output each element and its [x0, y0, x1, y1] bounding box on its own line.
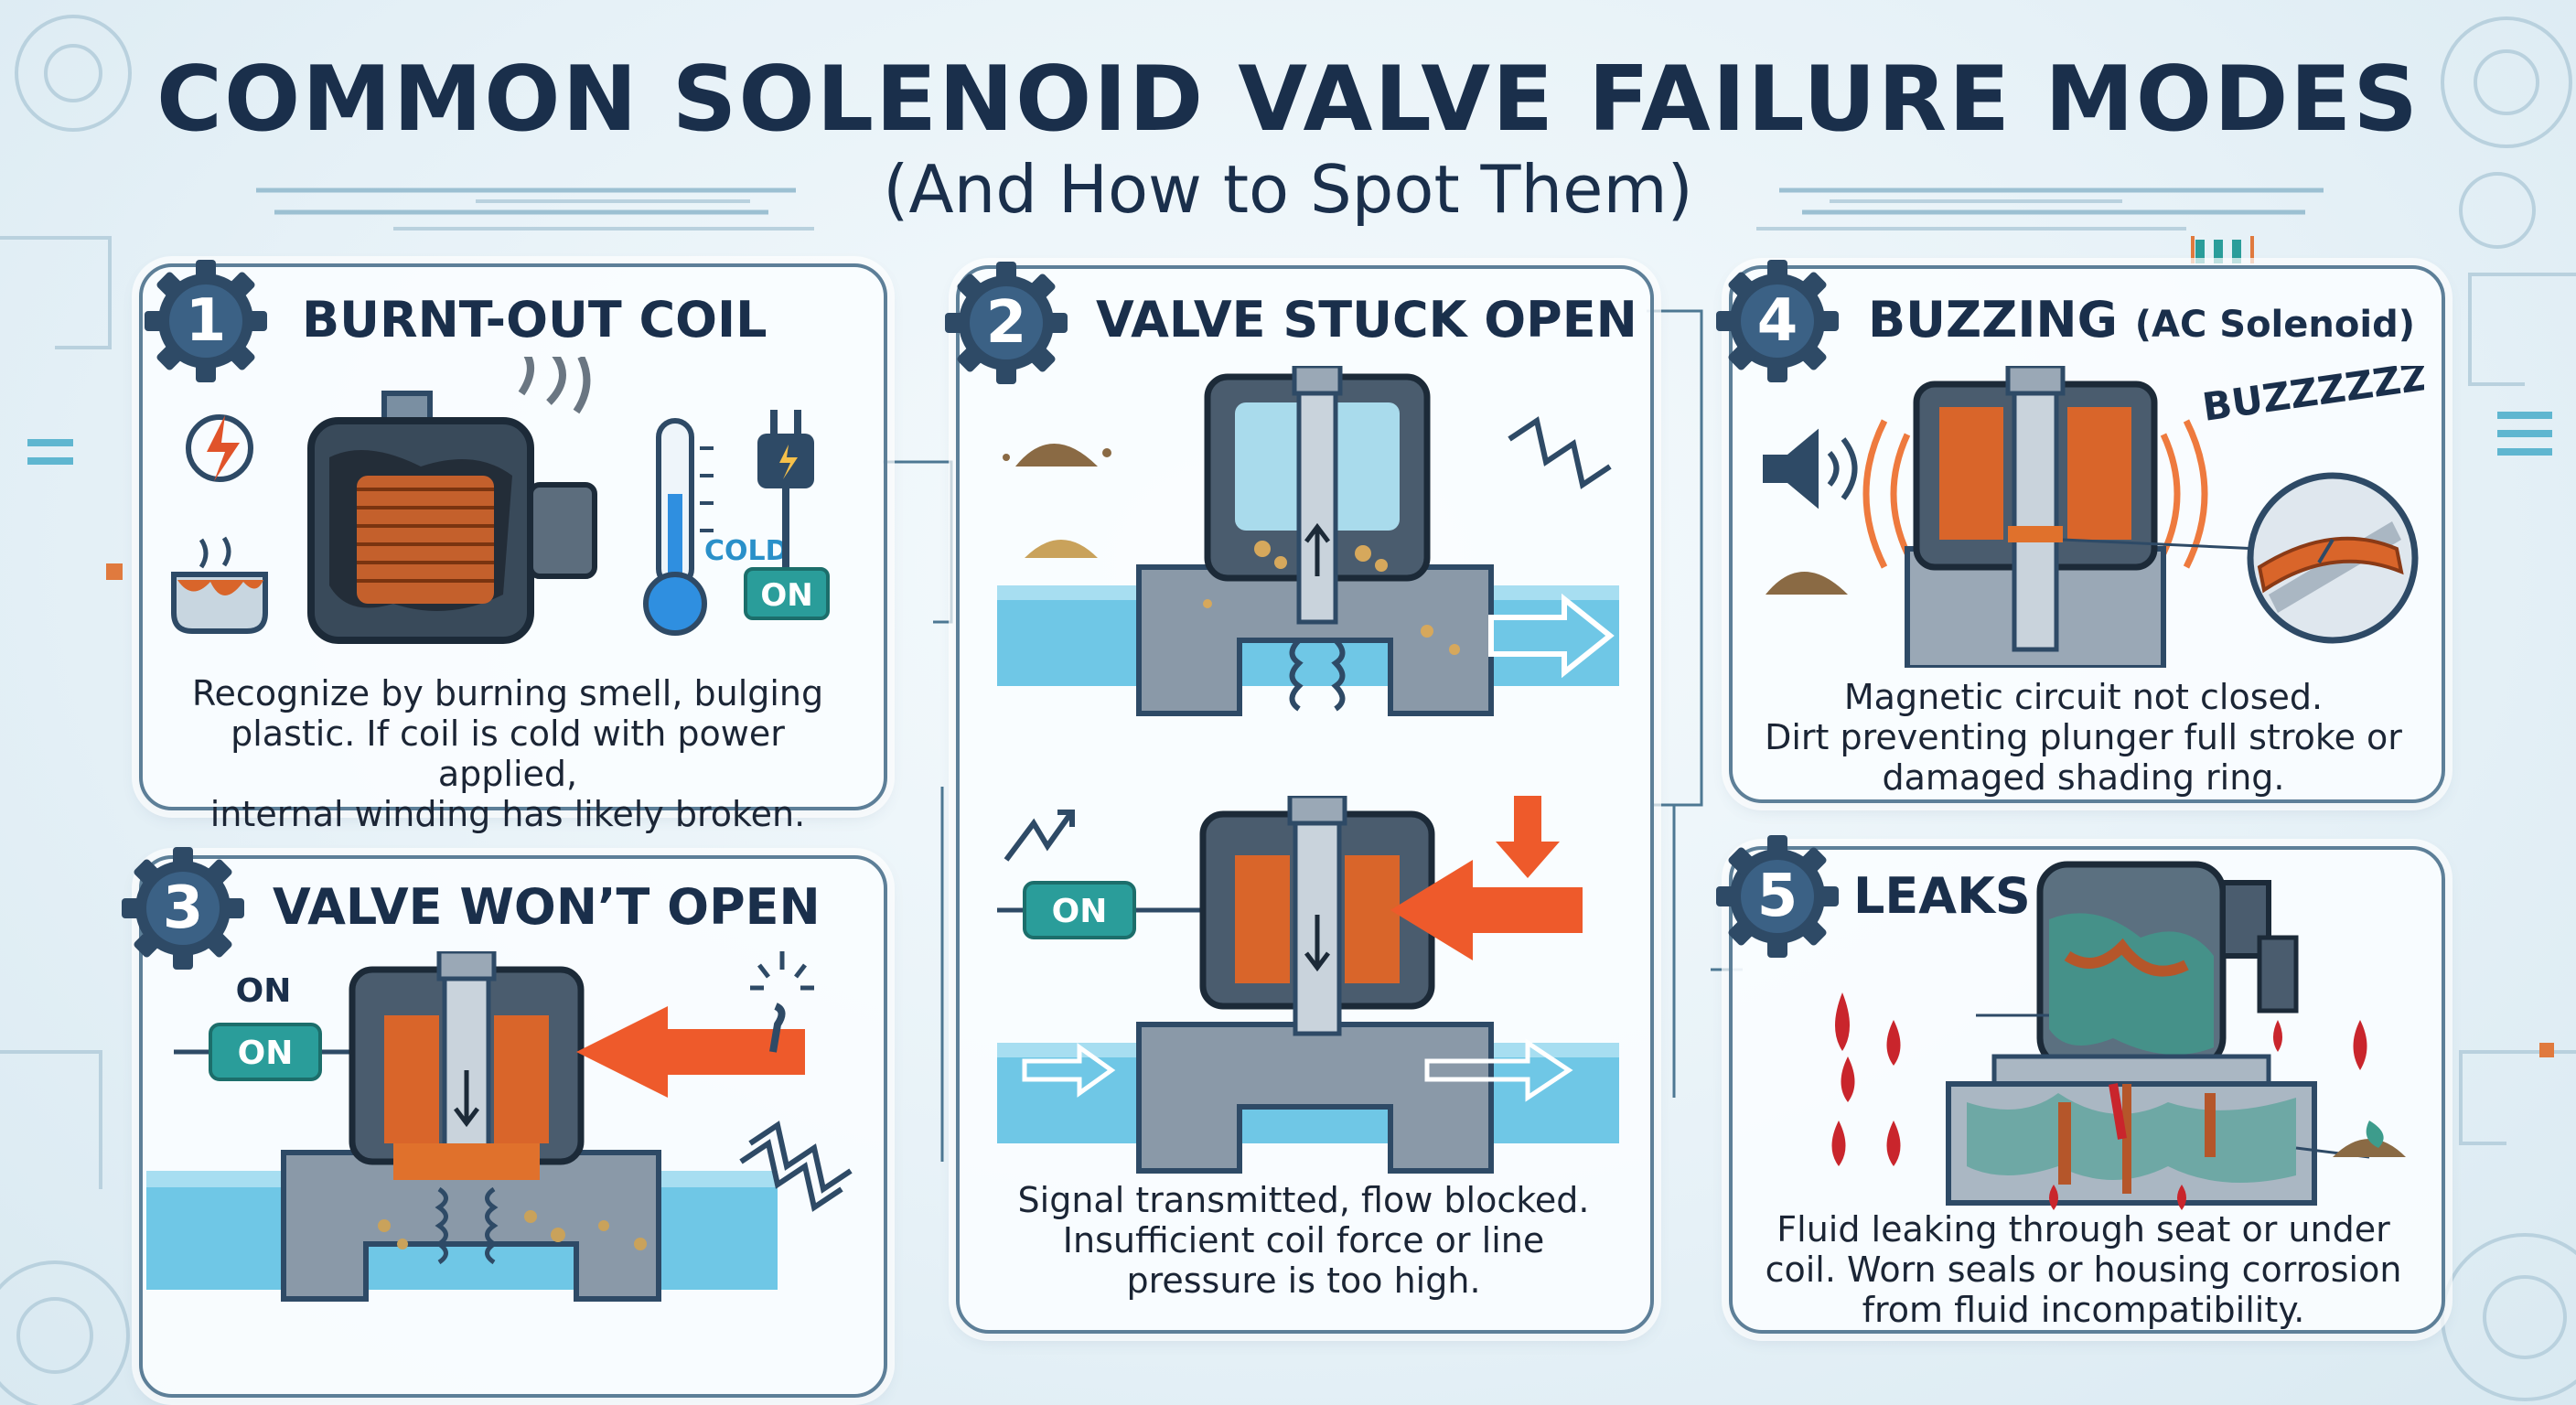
panel-description: Signal transmitted, flow blocked. Insuff… [974, 1180, 1633, 1301]
cold-label: COLD [704, 535, 789, 567]
description-line: Dirt preventing plunger full stroke or [1765, 717, 2402, 757]
pressure-arrow-icon [576, 1006, 805, 1098]
signal-icon [1004, 810, 1075, 862]
drip-icon [1831, 992, 2367, 1210]
panel-description: Magnetic circuit not closed. Dirt preven… [1743, 677, 2424, 798]
description-line: coil. Worn seals or housing corrosion [1765, 1249, 2402, 1290]
description-line: Insufficient coil force or line [1062, 1220, 1545, 1260]
panel-title: VALVE STUCK OPEN [1096, 291, 1637, 349]
description-line: internal winding has likely broken. [209, 794, 806, 834]
gear-icon [122, 847, 244, 970]
badge-5: 5 [1709, 828, 1846, 965]
broken-spark-icon [750, 951, 814, 1053]
badge-number: 4 [1756, 287, 1798, 355]
badge-number: 1 [185, 287, 227, 355]
description-line: Signal transmitted, flow blocked. [1017, 1180, 1590, 1220]
melting-pot-icon [171, 536, 268, 634]
panel-description: Fluid leaking through seat or under coil… [1743, 1209, 2424, 1330]
description-line: Magnetic circuit not closed. [1843, 677, 2324, 717]
panel-title: BURNT-OUT COIL [302, 291, 767, 349]
badge-1: 1 [137, 252, 274, 390]
badge-3: 3 [114, 840, 252, 977]
panel-title: BUZZING (AC Solenoid) [1868, 291, 2415, 349]
page-subtitle: (And How to Spot Them) [883, 151, 1693, 228]
gear-icon [945, 262, 1068, 384]
spring-icon [1508, 416, 1612, 489]
on-text: ON [236, 972, 292, 1010]
buzzing-illustration: BUZZZZZZ [1763, 366, 2424, 668]
panel-title-main: BUZZING [1868, 291, 2118, 349]
flow-arrow-icon [1488, 593, 1615, 679]
description-line: pressure is too high. [1126, 1260, 1481, 1301]
leaks-illustration [1831, 861, 2406, 1210]
valve-wont-open-illustration: ON ON [146, 951, 853, 1302]
on-switch: ON [238, 1035, 294, 1072]
valve-blocked-illustration: ON [997, 796, 1619, 1174]
coil-body [307, 391, 597, 644]
panel-title: VALVE WON’T OPEN [273, 878, 821, 936]
on-label: ON [760, 577, 812, 614]
description-line: Recognize by burning smell, bulging [191, 673, 824, 713]
dirt-pile-icon [1766, 572, 1848, 595]
speaker-icon [1763, 428, 1858, 509]
thermometer-icon [643, 418, 714, 636]
buzz-label: BUZZZZZZ [2200, 366, 2424, 430]
description-line: damaged shading ring. [1882, 757, 2285, 798]
badge-number: 2 [985, 289, 1027, 357]
description-line: plastic. If coil is cold with power appl… [231, 713, 785, 794]
badge-number: 3 [162, 874, 204, 942]
power-plug-icon [757, 410, 814, 569]
panel-title: LEAKS [1853, 867, 2031, 925]
description-line: from fluid incompatibility. [1862, 1290, 2305, 1330]
gear-icon [1716, 835, 1839, 958]
corrosion-icon [2333, 1121, 2406, 1157]
on-switch: ON [1052, 893, 1108, 930]
page-title: COMMON SOLENOID VALVE FAILURE MODES [156, 48, 2420, 152]
gear-icon [1716, 260, 1839, 382]
spring-icon [739, 1121, 853, 1212]
description-line: Fluid leaking through seat or under [1776, 1209, 2390, 1249]
gear-icon [145, 260, 267, 382]
badge-2: 2 [938, 254, 1075, 391]
panel-description: Recognize by burning smell, bulging plas… [156, 673, 860, 834]
valve-stuck-open-illustration [997, 366, 1619, 716]
panel-title-suffix: (AC Solenoid) [2134, 304, 2415, 346]
valve-body [146, 951, 778, 1302]
badge-4: 4 [1709, 252, 1846, 390]
dirt-pile-icon [1003, 444, 1111, 558]
panel-valve-wont-open [139, 855, 887, 1398]
smoke-icon [518, 357, 591, 414]
shading-ring-magnifier-icon [2247, 472, 2419, 644]
pressure-arrow-icon [1390, 796, 1583, 960]
burnt-coil-illustration: COLD ON [171, 357, 830, 644]
lightning-alert-icon [186, 414, 253, 482]
badge-number: 5 [1756, 863, 1798, 930]
